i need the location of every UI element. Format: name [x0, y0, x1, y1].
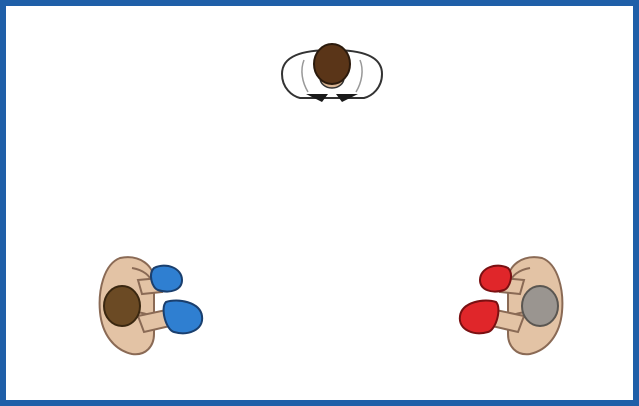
blue-corner-boxer-figure — [92, 250, 212, 360]
referee-topdown-icon — [272, 36, 392, 106]
referee-figure — [272, 36, 392, 106]
boxer-topdown-icon — [92, 250, 212, 360]
boxer-topdown-icon — [450, 250, 570, 360]
red-corner-boxer-figure — [450, 250, 570, 360]
